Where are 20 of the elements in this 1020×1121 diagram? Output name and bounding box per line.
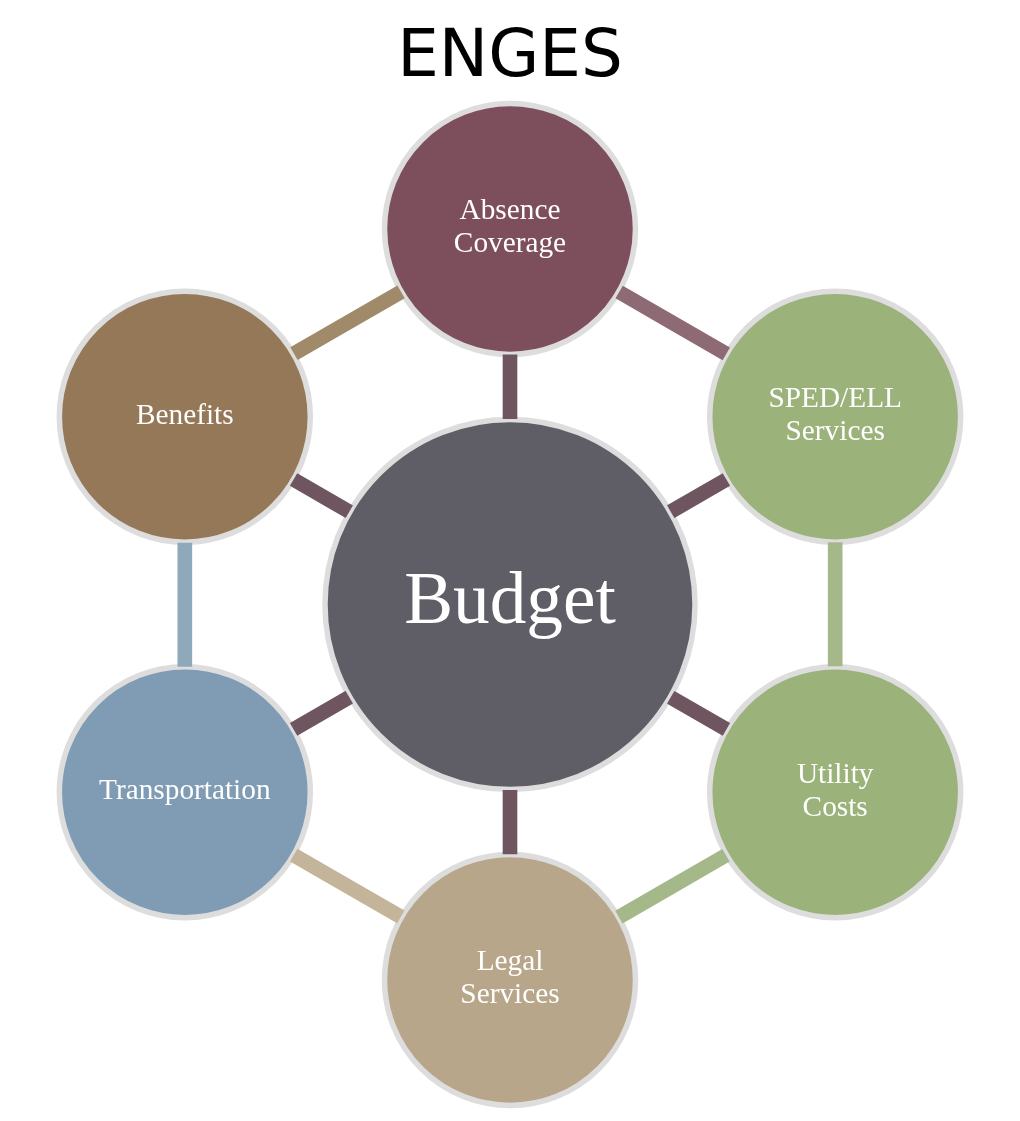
connector bbox=[502, 354, 518, 419]
node-circle: Absence Coverage bbox=[381, 100, 639, 358]
connector bbox=[289, 473, 353, 519]
connector bbox=[667, 473, 731, 519]
diagram-title: ENGES bbox=[397, 14, 623, 92]
node-circle: Legal Services bbox=[381, 851, 639, 1109]
connector bbox=[177, 542, 193, 667]
connector bbox=[290, 848, 405, 924]
connector bbox=[290, 285, 405, 361]
connector bbox=[667, 690, 731, 736]
connector bbox=[615, 285, 730, 361]
connector bbox=[289, 690, 353, 736]
connector bbox=[827, 542, 843, 667]
node-circle: Benefits bbox=[56, 288, 314, 545]
connector bbox=[502, 790, 518, 855]
node-circle: Utility Costs bbox=[706, 664, 964, 921]
node-circle: SPED/ELL Services bbox=[706, 288, 964, 545]
node-circle: Transportation bbox=[56, 664, 314, 921]
connector bbox=[615, 848, 730, 924]
node-circle: Budget bbox=[322, 416, 698, 793]
